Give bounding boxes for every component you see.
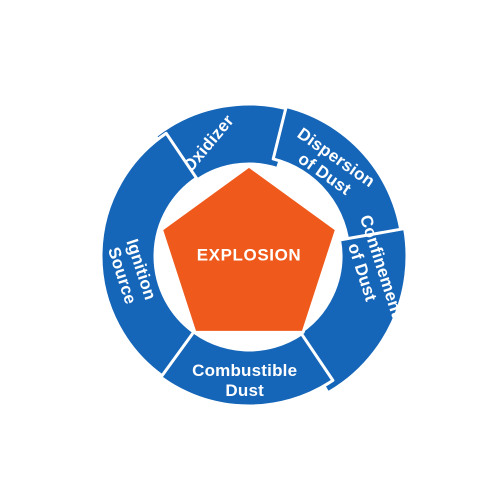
center-pentagon	[160, 164, 338, 334]
center-layer: EXPLOSION	[160, 164, 338, 334]
segment-confinement-of-dust: Confinementof Dust	[293, 213, 409, 395]
segment-label-line: Combustible	[192, 361, 297, 380]
segment-shape-ignition-source	[99, 131, 198, 378]
center-label: EXPLOSION	[197, 245, 302, 264]
segment-ignition-source: IgnitionSource	[99, 131, 198, 378]
segment-shape-confinement-of-dust	[293, 227, 409, 395]
segment-label-line: Dust	[225, 381, 264, 400]
segment-shape-combustible-dust	[151, 326, 335, 408]
